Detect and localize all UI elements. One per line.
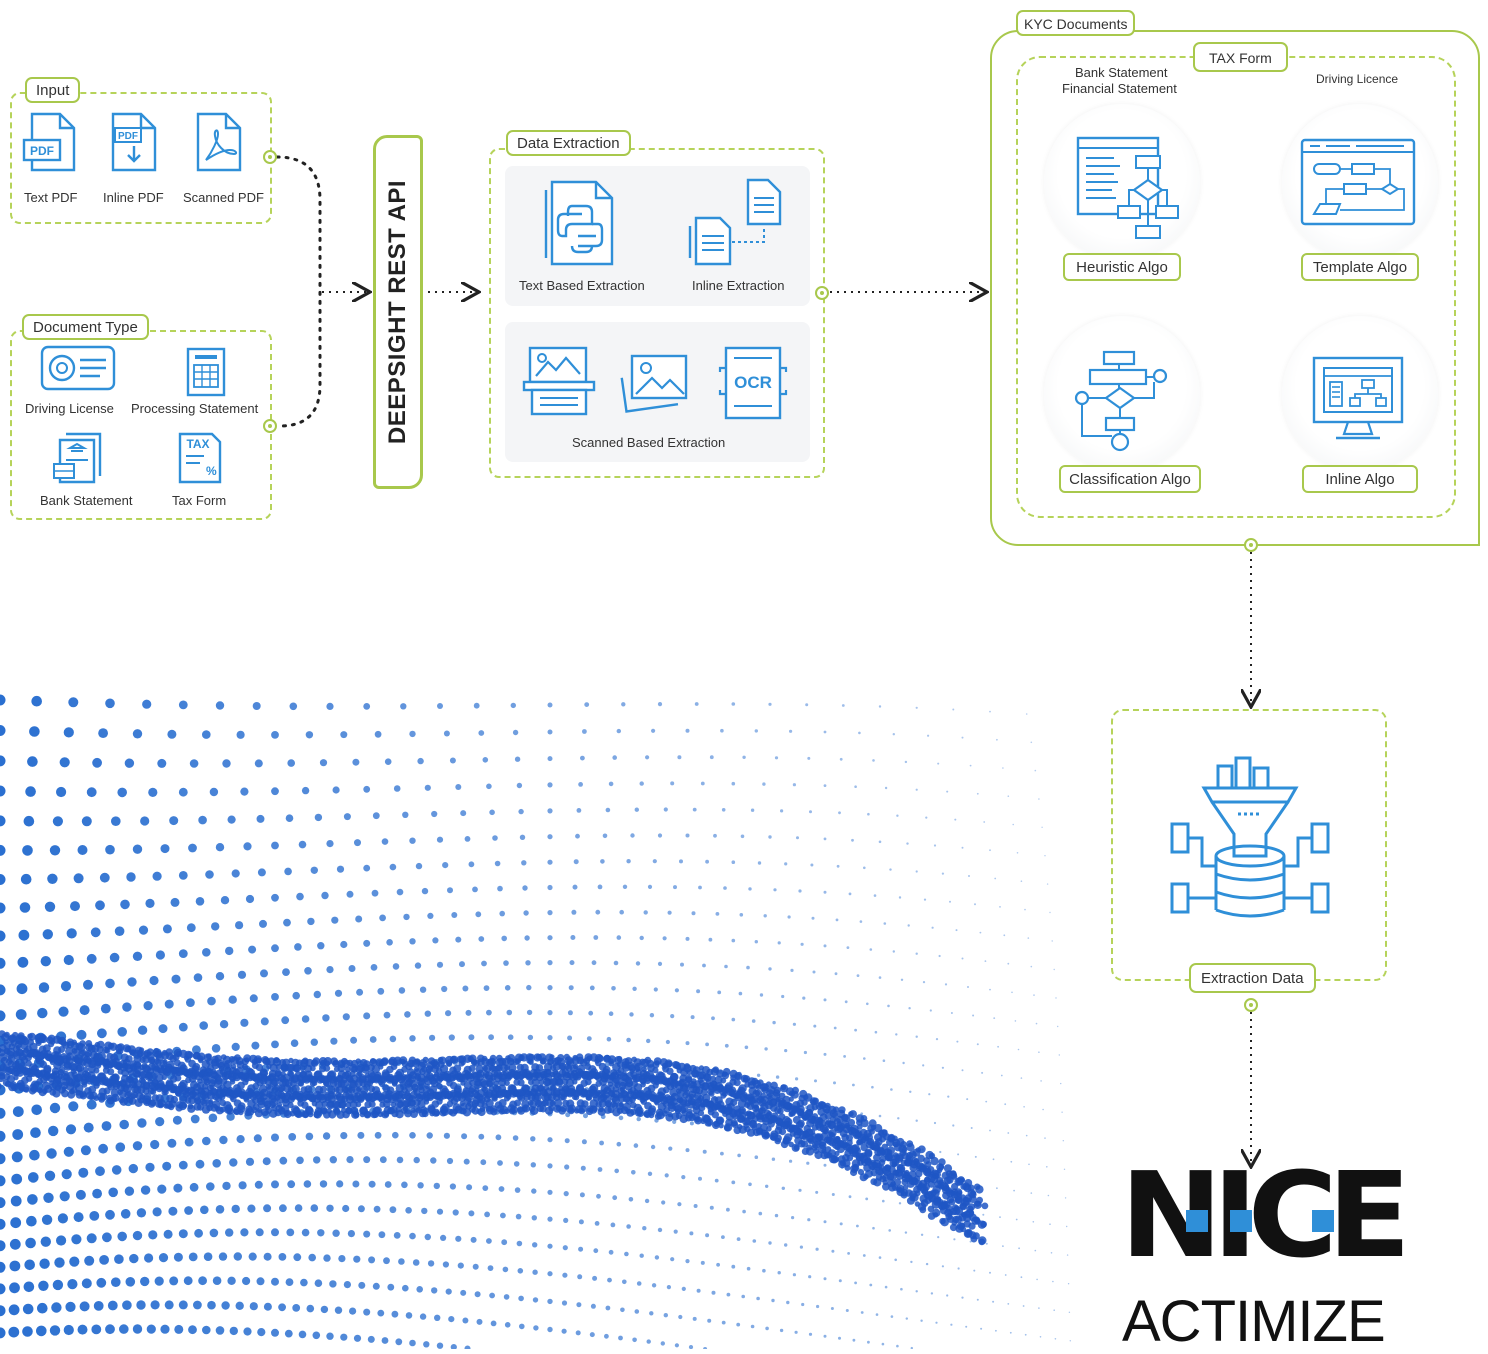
dotted-wave-background xyxy=(0,694,1072,1349)
driving-license-label: Driving License xyxy=(25,401,114,416)
svg-text:PDF: PDF xyxy=(118,131,138,142)
template-flow-icon xyxy=(1300,138,1416,226)
financial-statement-text: Financial Statement xyxy=(1062,81,1177,96)
acrobat-pdf-icon xyxy=(196,112,242,172)
nice-logo-text: NICE xyxy=(1120,1146,1411,1284)
classification-algo-tag: Classification Algo xyxy=(1059,465,1201,493)
bank-statement-label: Bank Statement xyxy=(40,493,133,508)
pdf-icon: PDF xyxy=(22,112,76,172)
inline-pdf-label: Inline PDF xyxy=(103,190,164,205)
kyc-connector-node xyxy=(1244,538,1258,552)
template-algo-tag: Template Algo xyxy=(1301,253,1419,281)
classification-flow-icon xyxy=(1074,350,1168,452)
inline-algo-tag: Inline Algo xyxy=(1302,465,1418,493)
extraction-connector-node xyxy=(815,286,829,300)
tax-form-icon: TAX % xyxy=(178,432,222,484)
document-type-title: Document Type xyxy=(22,314,149,340)
svg-text:OCR: OCR xyxy=(734,373,772,392)
python-file-icon xyxy=(544,180,614,266)
processing-statement-label: Processing Statement xyxy=(131,401,259,416)
actimize-logo-text: ACTIMIZE xyxy=(1122,1289,1386,1354)
bank-statement-icon xyxy=(53,432,102,484)
pdf-download-icon: PDF xyxy=(111,112,157,172)
heuristic-flow-icon xyxy=(1076,136,1179,239)
ocr-document-icon: OCR xyxy=(718,346,788,420)
driving-licence-text: Driving Licence xyxy=(1316,72,1399,86)
text-based-extraction-label: Text Based Extraction xyxy=(519,278,645,293)
data-extraction-title: Data Extraction xyxy=(506,130,631,156)
processing-statement-icon xyxy=(186,347,226,397)
bank-statement-text: Bank Statement xyxy=(1075,65,1168,80)
input-connector-node xyxy=(263,150,277,164)
data-extraction-group xyxy=(489,148,825,478)
inline-extraction-label: Inline Extraction xyxy=(692,278,785,293)
nice-logo-accent-dots xyxy=(1178,1210,1378,1232)
image-gallery-icon xyxy=(620,354,688,413)
tax-form-tag: TAX Form xyxy=(1193,42,1288,72)
extraction-data-connector-node xyxy=(1244,998,1258,1012)
deepsight-api-box xyxy=(373,135,423,489)
svg-text:PDF: PDF xyxy=(30,144,54,158)
heuristic-algo-tag: Heuristic Algo xyxy=(1063,253,1181,281)
scanner-icon xyxy=(522,346,596,416)
inline-monitor-icon xyxy=(1312,356,1404,440)
svg-text:TAX: TAX xyxy=(186,437,209,451)
scanned-based-extraction-label: Scanned Based Extraction xyxy=(572,435,726,450)
inline-extraction-icon xyxy=(688,178,782,266)
nice-actimize-logo: NICE ACTIMIZE xyxy=(1118,1156,1411,1354)
tax-form-label: Tax Form xyxy=(172,493,227,508)
doctype-connector-node xyxy=(263,419,277,433)
data-funnel-database-icon xyxy=(1170,756,1330,918)
driving-license-icon xyxy=(40,345,116,391)
kyc-documents-title: KYC Documents xyxy=(1016,10,1136,36)
text-pdf-label: Text PDF xyxy=(24,190,78,205)
deepsight-api-label: DEEPSIGHT REST API xyxy=(384,179,411,445)
kyc-outer-frame xyxy=(990,30,1480,546)
extraction-data-tag: Extraction Data xyxy=(1189,963,1316,993)
svg-text:%: % xyxy=(206,464,217,478)
scanned-pdf-label: Scanned PDF xyxy=(183,190,264,205)
input-title: Input xyxy=(25,77,81,103)
